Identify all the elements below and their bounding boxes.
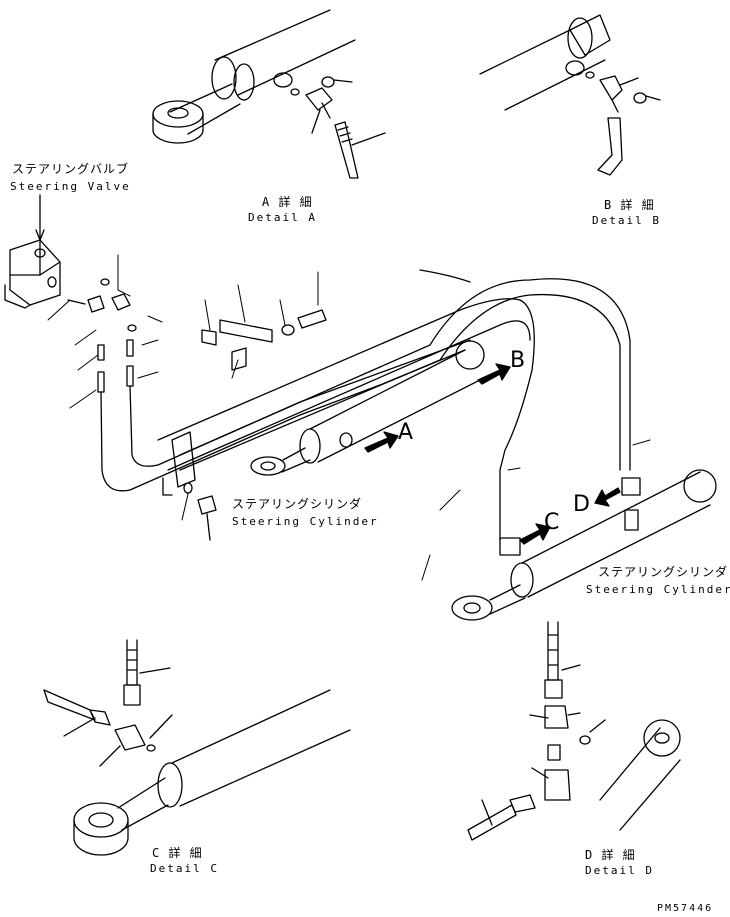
steering-cylinder-label-jp-1: ステアリングシリンダ	[232, 497, 363, 511]
callout-arrows	[364, 363, 621, 545]
callout-c: C	[544, 510, 560, 535]
drawing-reference-number: PM57446	[657, 903, 714, 914]
steering-cylinder-label-en-2: Steering Cylinder	[586, 583, 730, 596]
detail-c-label-en: Detail C	[150, 862, 219, 875]
detail-a-label-jp: A 詳 細	[262, 195, 313, 209]
steering-cylinder-label-en-1: Steering Cylinder	[232, 515, 379, 528]
steering-cylinder-label-jp-2: ステアリングシリンダ	[598, 565, 729, 579]
steering-cylinder-center-drawing	[250, 340, 485, 476]
callout-d: D	[573, 492, 590, 517]
detail-c-drawing	[43, 639, 351, 856]
detail-d-drawing	[467, 621, 681, 841]
detail-b-label-en: Detail B	[592, 214, 661, 227]
steering-valve-drawing	[4, 194, 137, 393]
detail-b-drawing	[479, 14, 661, 176]
steering-valve-label-en: Steering Valve	[10, 180, 131, 193]
detail-d-label-en: Detail D	[585, 864, 654, 877]
callout-b: B	[510, 348, 526, 373]
hose-routing-drawing	[100, 269, 631, 541]
detail-d-label-jp: D 詳 細	[585, 848, 636, 862]
detail-a-drawing	[152, 9, 386, 179]
steering-cylinder-right-drawing	[451, 469, 717, 621]
bracket-parts-drawing	[201, 309, 327, 371]
detail-a-label-en: Detail A	[248, 211, 317, 224]
steering-valve-label-jp: ステアリングバルブ	[12, 162, 130, 176]
detail-c-label-jp: C 詳 細	[152, 846, 203, 860]
callout-a: A	[398, 420, 414, 445]
detail-b-label-jp: B 詳 細	[604, 198, 655, 212]
leader-lines	[47, 254, 651, 581]
